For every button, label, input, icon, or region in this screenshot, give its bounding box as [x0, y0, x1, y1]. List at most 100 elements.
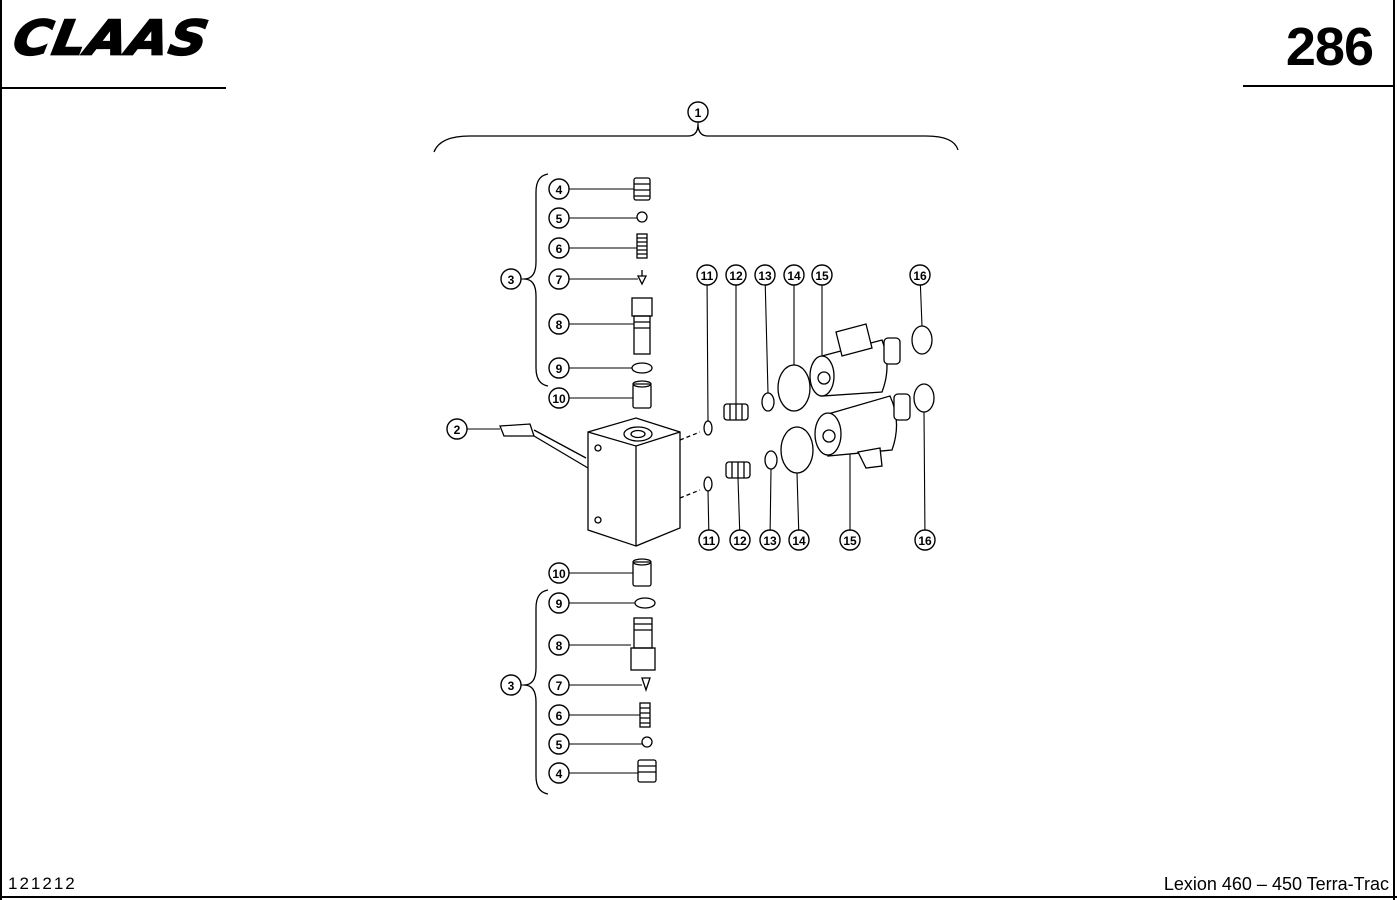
- callout-3: 3: [500, 674, 522, 696]
- callout-10: 10: [548, 562, 570, 584]
- callout-number: 13: [758, 269, 772, 283]
- callout-circle: [725, 264, 747, 286]
- callout-number: 11: [701, 269, 714, 283]
- callout-circle: [500, 268, 522, 290]
- callout-11: 11: [696, 264, 718, 286]
- callout-number: 10: [552, 567, 566, 581]
- callout-number: 16: [918, 534, 932, 548]
- callout-12: 12: [729, 529, 751, 551]
- callout-number: 5: [556, 738, 563, 752]
- callout-circle: [548, 207, 570, 229]
- callout-number: 3: [508, 273, 515, 287]
- callout-5: 5: [548, 733, 570, 755]
- callout-circle: [696, 264, 718, 286]
- page-number: 286: [1285, 17, 1374, 77]
- callout-13: 13: [759, 529, 781, 551]
- frame-right-border: [1393, 0, 1395, 900]
- callout-circle: [500, 674, 522, 696]
- top-parts: [631, 177, 653, 409]
- drawing-number: 121212: [8, 874, 77, 893]
- callout-4: 4: [548, 178, 570, 200]
- callout-circle: [759, 529, 781, 551]
- callout-circle: [548, 237, 570, 259]
- callout-number: 11: [703, 534, 716, 548]
- solenoid-coil-lower: [814, 393, 911, 469]
- frame-left-border: [0, 0, 2, 900]
- callout-number: 14: [787, 269, 801, 283]
- callout-circle: [811, 264, 833, 286]
- callout-number: 9: [556, 597, 563, 611]
- callout-circle: [548, 634, 570, 656]
- callout-circle: [698, 529, 720, 551]
- header-rule-left: [0, 87, 226, 89]
- callout-circle: [909, 264, 931, 286]
- callout-number: 13: [763, 534, 777, 548]
- callout-circle: [783, 264, 805, 286]
- callout-number: 3: [508, 679, 515, 693]
- callout-circle: [788, 529, 810, 551]
- leader-line: [707, 490, 710, 531]
- callout-4: 4: [548, 762, 570, 784]
- callout-circle: [548, 178, 570, 200]
- callout-6: 6: [548, 704, 570, 726]
- callout-16: 16: [909, 264, 931, 286]
- callout-number: 7: [556, 679, 563, 693]
- callout-circle: [548, 674, 570, 696]
- assembly-bracket: [433, 123, 959, 153]
- subassembly-bracket-top: [523, 173, 549, 387]
- callout-circle: [754, 264, 776, 286]
- callout-circle: [548, 313, 570, 335]
- callout-8: 8: [548, 313, 570, 335]
- callout-9: 9: [548, 592, 570, 614]
- right-parts: [679, 323, 935, 499]
- leader-line: [919, 284, 923, 327]
- callout-2: 2: [446, 418, 468, 440]
- machine-model: Lexion 460 – 450 Terra-Trac: [1163, 874, 1389, 894]
- callout-number: 12: [729, 269, 743, 283]
- callout-number: 2: [454, 423, 461, 437]
- callout-number: 8: [556, 318, 563, 332]
- subassembly-bracket-bottom: [523, 589, 549, 795]
- callout-7: 7: [548, 674, 570, 696]
- header-rule-right: [1243, 85, 1393, 87]
- frame-bottom-border: [0, 896, 1397, 898]
- callout-circle: [548, 268, 570, 290]
- callout-9: 9: [548, 357, 570, 379]
- leader-line: [769, 468, 772, 531]
- callout-number: 16: [913, 269, 927, 283]
- callout-12: 12: [725, 264, 747, 286]
- callout-1: 1: [687, 101, 709, 123]
- callout-10: 10: [548, 387, 570, 409]
- callout-6: 6: [548, 237, 570, 259]
- fitting-part-2: [499, 423, 589, 469]
- callout-8: 8: [548, 634, 570, 656]
- callout-number: 12: [733, 534, 747, 548]
- valve-block: [587, 417, 681, 547]
- leader-line: [706, 284, 709, 422]
- callout-circle: [548, 357, 570, 379]
- callout-15: 15: [811, 264, 833, 286]
- callout-circle: [548, 704, 570, 726]
- leader-line: [737, 477, 741, 531]
- leader-line: [923, 411, 926, 531]
- callout-circle: [729, 529, 751, 551]
- callout-11: 11: [698, 529, 720, 551]
- callout-number: 4: [556, 767, 563, 781]
- callout-3: 3: [500, 268, 522, 290]
- callout-number: 5: [556, 212, 563, 226]
- callout-number: 9: [556, 362, 563, 376]
- bottom-parts: [630, 558, 657, 783]
- callout-circle: [548, 592, 570, 614]
- callout-circle: [839, 529, 861, 551]
- leader-line: [764, 284, 769, 394]
- callout-circle: [548, 387, 570, 409]
- callout-circle: [548, 562, 570, 584]
- leader-line: [796, 472, 800, 531]
- callout-number: 6: [556, 709, 563, 723]
- callout-number: 6: [556, 242, 563, 256]
- callout-number: 10: [552, 392, 566, 406]
- callout-14: 14: [788, 529, 810, 551]
- callout-number: 15: [843, 534, 857, 548]
- callout-number: 14: [792, 534, 806, 548]
